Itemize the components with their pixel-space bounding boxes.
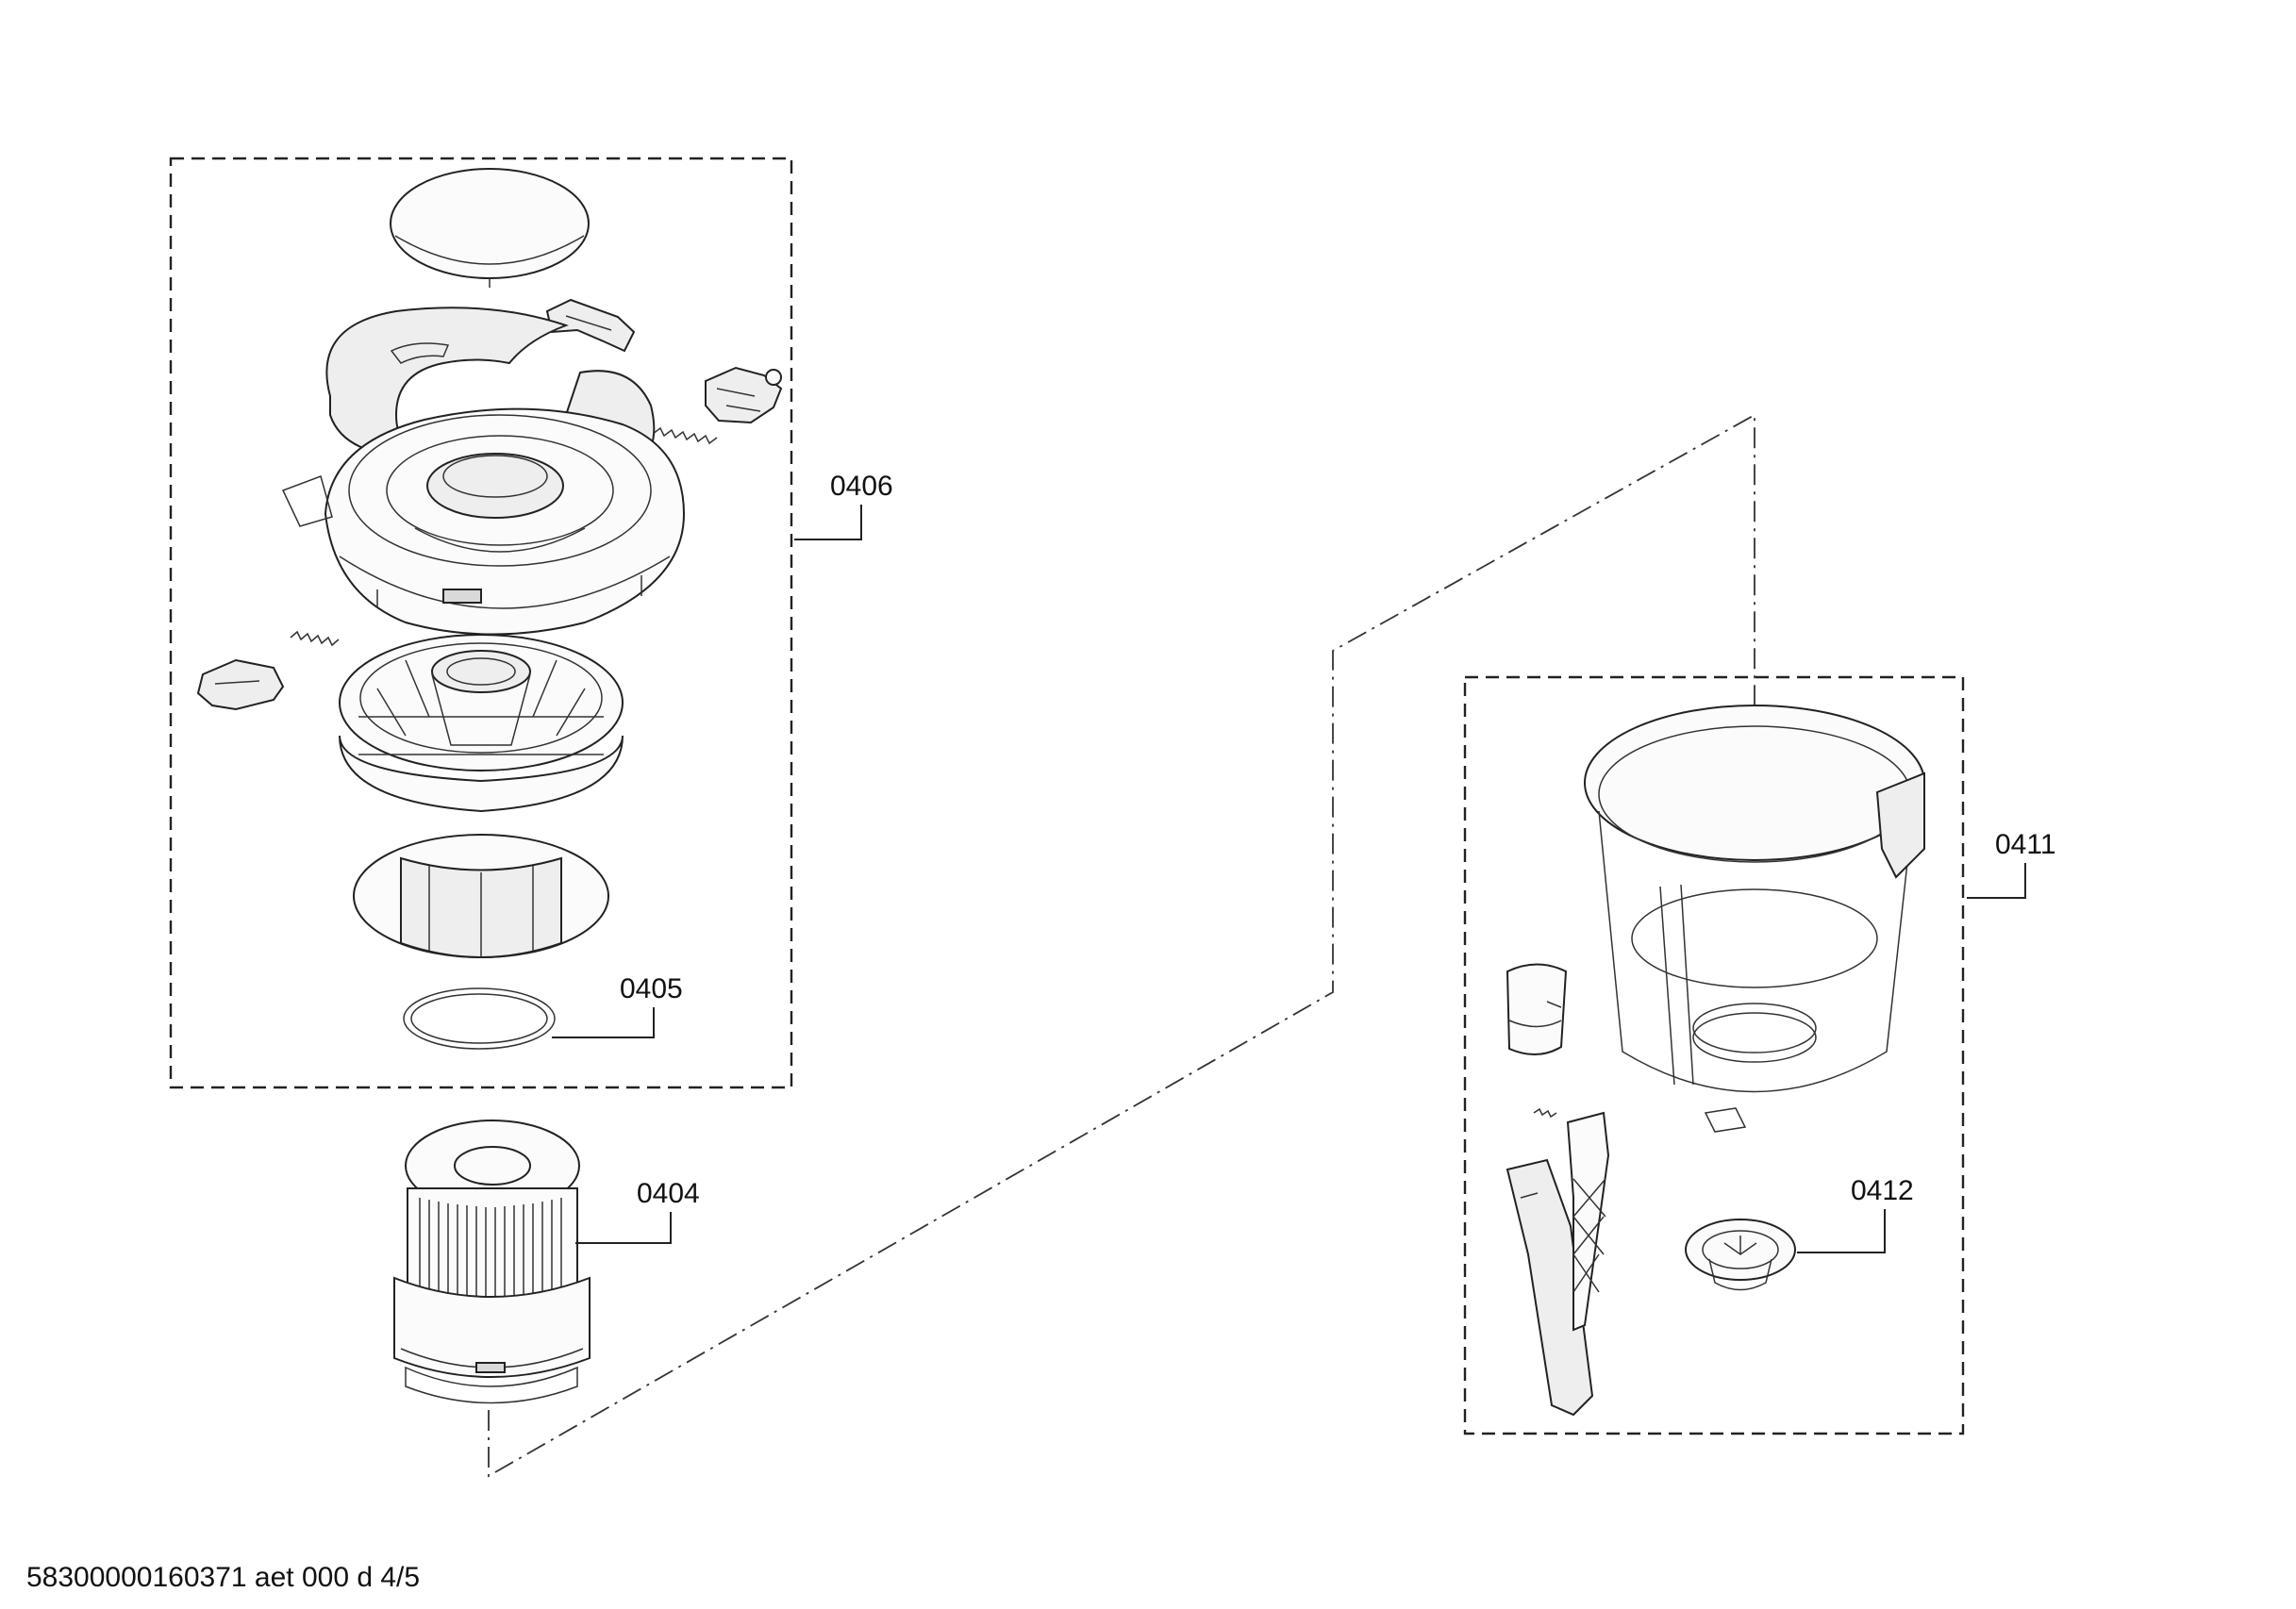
carry-handle <box>1506 1111 1610 1417</box>
label-0405: 0405 <box>620 973 683 1004</box>
fine-filter-mesh <box>353 834 609 958</box>
latch-clip-upper <box>545 298 636 353</box>
leader-0404 <box>575 1212 672 1244</box>
spring-right <box>652 426 718 445</box>
label-0406: 0406 <box>830 471 893 502</box>
top-cover-disc <box>390 168 590 288</box>
leader-0406 <box>794 505 862 540</box>
cyclone-separator <box>339 634 624 813</box>
dust-container-bin <box>1584 705 1925 1133</box>
head-housing <box>281 407 686 636</box>
latch-button-left <box>196 658 285 711</box>
label-0411: 0411 <box>1995 829 2056 860</box>
leader-0411 <box>1967 863 2026 899</box>
label-0412: 0412 <box>1851 1175 1914 1206</box>
bottom-flap-valve <box>1685 1219 1796 1291</box>
leader-0405 <box>552 1007 655 1038</box>
handle-spring <box>1533 1107 1557 1119</box>
assembly-box-right <box>1463 675 1965 1435</box>
pleated-filter-cartridge <box>393 1120 591 1404</box>
leader-0412 <box>1797 1209 1886 1253</box>
assembly-chain-line <box>488 413 1755 1478</box>
spring-left <box>290 630 340 647</box>
latch-button-right <box>705 366 783 424</box>
seal-ring <box>403 987 556 1050</box>
release-cap <box>1506 963 1568 1055</box>
label-0404: 0404 <box>637 1178 700 1209</box>
assembly-box-left <box>169 157 793 1089</box>
document-code: 58300000160371 aet 000 d 4/5 <box>26 1562 420 1593</box>
